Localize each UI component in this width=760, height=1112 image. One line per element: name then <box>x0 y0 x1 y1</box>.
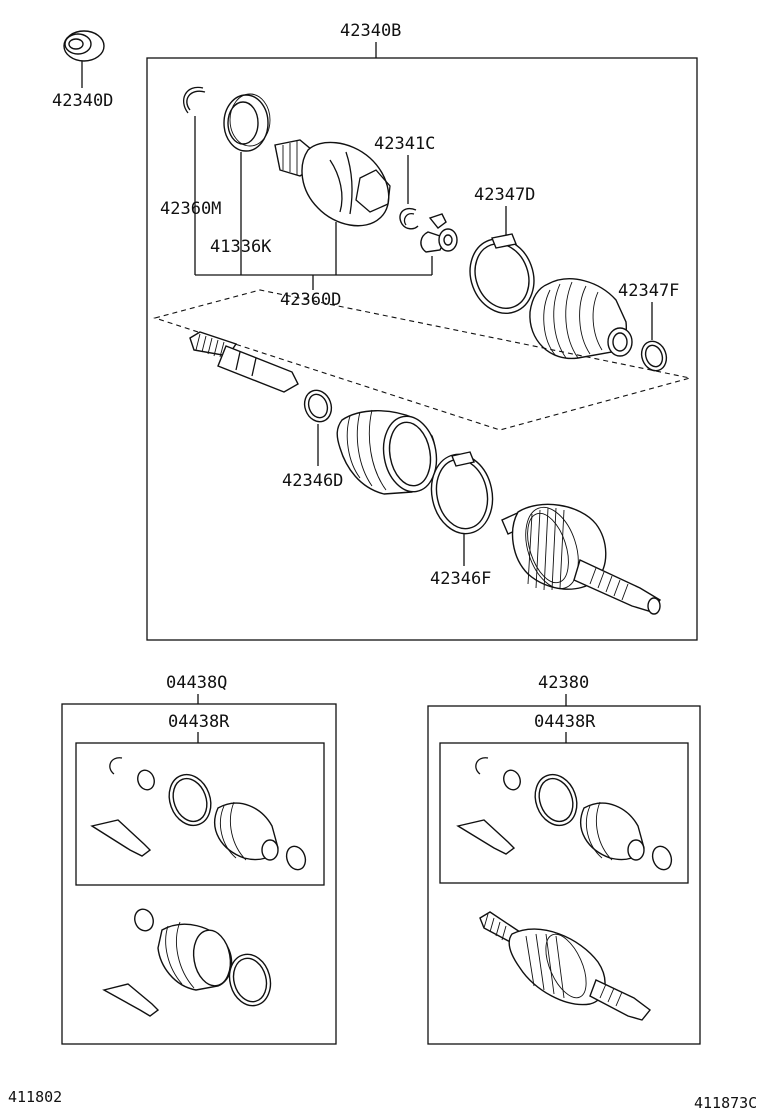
kit-box-04438Q <box>61 703 337 1045</box>
joint-housing-icon <box>274 139 391 227</box>
boot-outboard-icon <box>336 409 438 495</box>
kit-left-clamp-icon <box>168 773 212 827</box>
kit-right-boot-icon <box>580 801 645 861</box>
drive-shaft-icon <box>189 331 299 393</box>
label-04438R-left: 04438R <box>168 712 230 732</box>
boot-clamp-42346F-icon <box>430 451 494 535</box>
boot-clamp-large-icon <box>469 233 535 314</box>
kit-left-boot-icon <box>214 801 279 861</box>
kit-left-clamp-2-icon <box>134 908 154 932</box>
kit-right-snap-ring-icon <box>475 757 489 775</box>
label-42360D: 42360D <box>280 290 341 310</box>
snap-ring-icon <box>183 86 206 114</box>
kit-left-clamp-3-icon <box>228 953 272 1007</box>
label-42346F: 42346F <box>430 569 491 589</box>
label-04438Q: 04438Q <box>166 673 227 693</box>
kit-inner-box-right <box>439 742 689 884</box>
label-04438R-right: 04438R <box>534 712 596 732</box>
boot-clamp-small-icon <box>640 340 668 372</box>
assembly-box-42340B <box>146 57 698 641</box>
circlip-icon <box>399 207 419 230</box>
reference-number-left: 411802 <box>8 1088 62 1106</box>
kit-right-circlip-icon <box>503 769 521 791</box>
label-42346D: 42346D <box>282 471 343 491</box>
kit-right-grease-tube-icon <box>456 819 516 855</box>
kit-right-small-clamp-icon <box>651 845 673 871</box>
subassembly-outline <box>153 289 691 431</box>
label-42347D: 42347D <box>474 185 535 205</box>
kit-left-grease-tube-icon <box>90 819 152 857</box>
tripod-joint-icon <box>420 213 458 253</box>
oil-seal-icon <box>223 93 271 152</box>
label-41336K: 41336K <box>210 237 272 257</box>
kit-left-grease-tube-2-icon <box>102 983 160 1017</box>
kit-left-boot-2-icon <box>157 921 233 991</box>
label-42347F: 42347F <box>618 281 679 301</box>
dust-seal-42340D-icon <box>63 30 105 88</box>
outboard-cv-joint-icon <box>501 503 661 615</box>
reference-number-right: 411873C <box>694 1094 757 1112</box>
kit-inner-box-left <box>75 742 325 886</box>
kit-right-cv-joint-icon <box>479 911 651 1021</box>
label-42380: 42380 <box>538 673 589 693</box>
kit-left-snap-ring-icon <box>109 757 123 775</box>
kit-left-circlip-icon <box>137 769 155 791</box>
kit-right-clamp-icon <box>534 773 578 827</box>
boot-clamp-42346D-icon <box>303 389 333 423</box>
label-42340D: 42340D <box>52 91 113 111</box>
label-42360M: 42360M <box>160 199 221 219</box>
boot-inboard-icon <box>529 278 633 360</box>
label-42341C: 42341C <box>374 134 435 154</box>
kit-box-42380 <box>427 705 701 1045</box>
kit-left-small-clamp-icon <box>285 845 307 871</box>
label-42340B: 42340B <box>340 21 401 41</box>
